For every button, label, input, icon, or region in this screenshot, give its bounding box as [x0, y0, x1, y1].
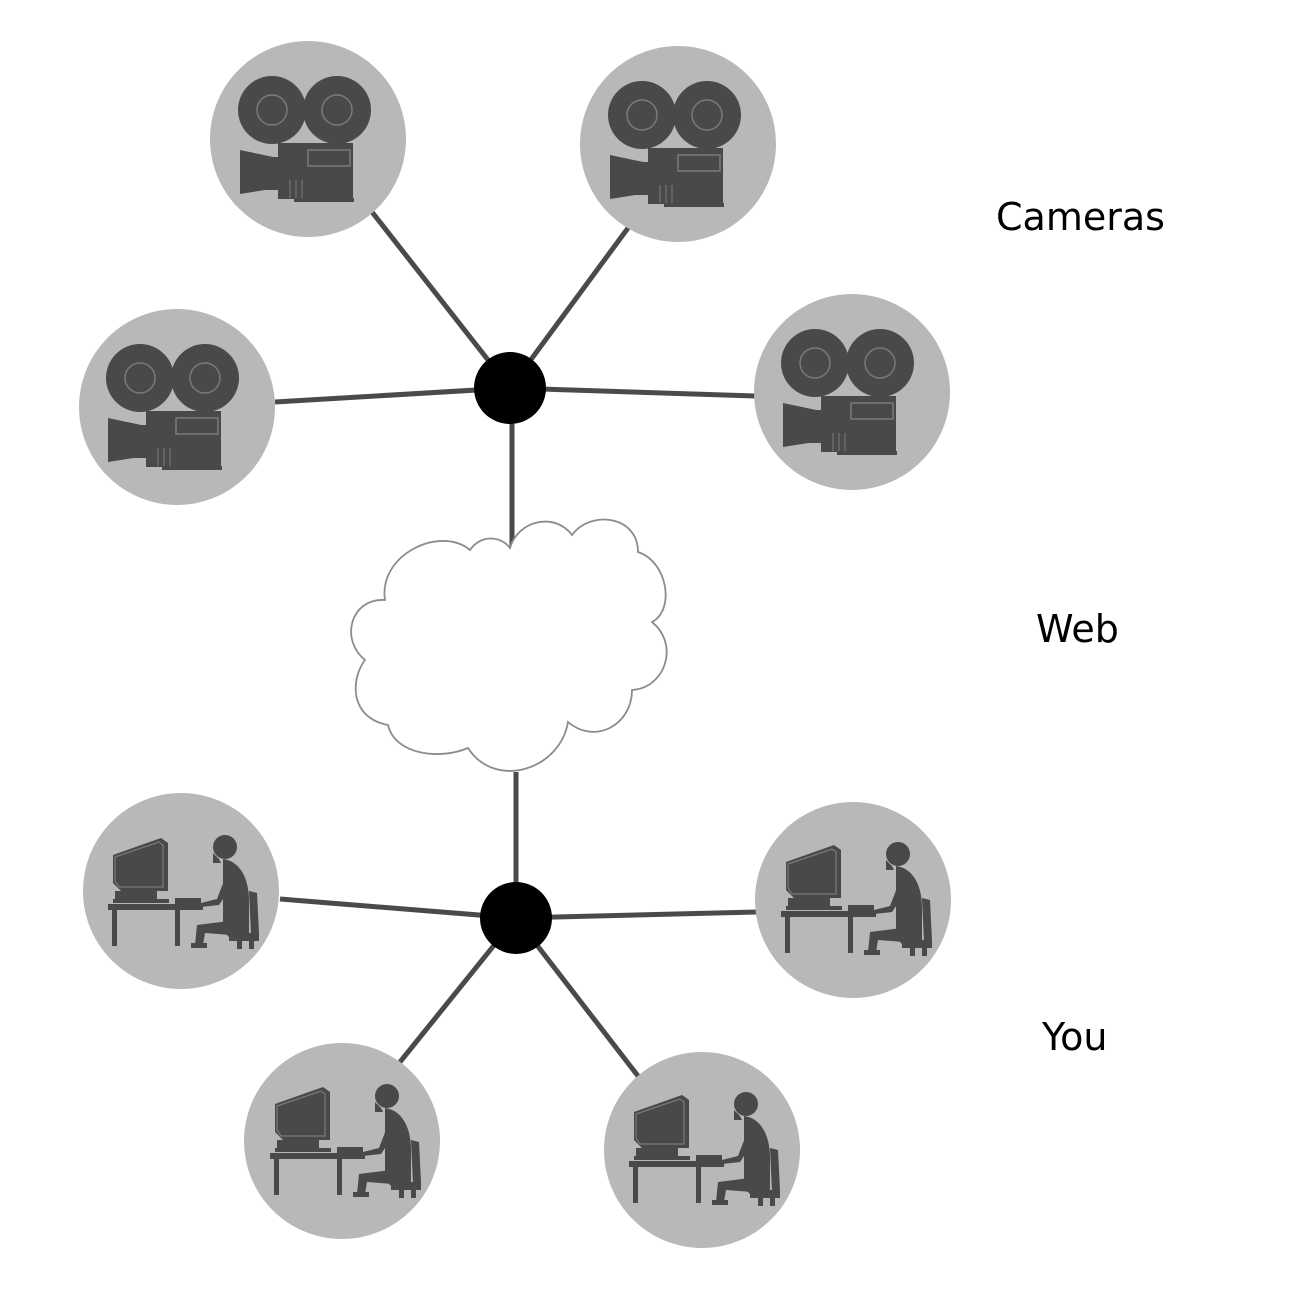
user-node-right [755, 802, 951, 998]
cameras-label: Cameras [996, 195, 1165, 239]
cloud-icon [350, 518, 668, 772]
camera-node-top-right [580, 46, 776, 242]
link-user-right [515, 909, 758, 921]
camera-node-left [79, 309, 275, 505]
user-node-bottom-left [244, 1043, 440, 1239]
user-node-bottom-right [604, 1052, 800, 1248]
web-label: Web [1036, 607, 1119, 651]
you-label: You [1042, 1015, 1108, 1059]
camera-node-top-left [210, 41, 406, 237]
camera-hub [474, 352, 546, 424]
link-camera-left [274, 385, 511, 405]
link-camera-right [509, 385, 756, 399]
link-camera-top-left [370, 210, 512, 390]
camera-node-right [754, 294, 950, 490]
link-user-left [279, 896, 517, 921]
user-node-left [83, 793, 279, 989]
user-hub [480, 882, 552, 954]
